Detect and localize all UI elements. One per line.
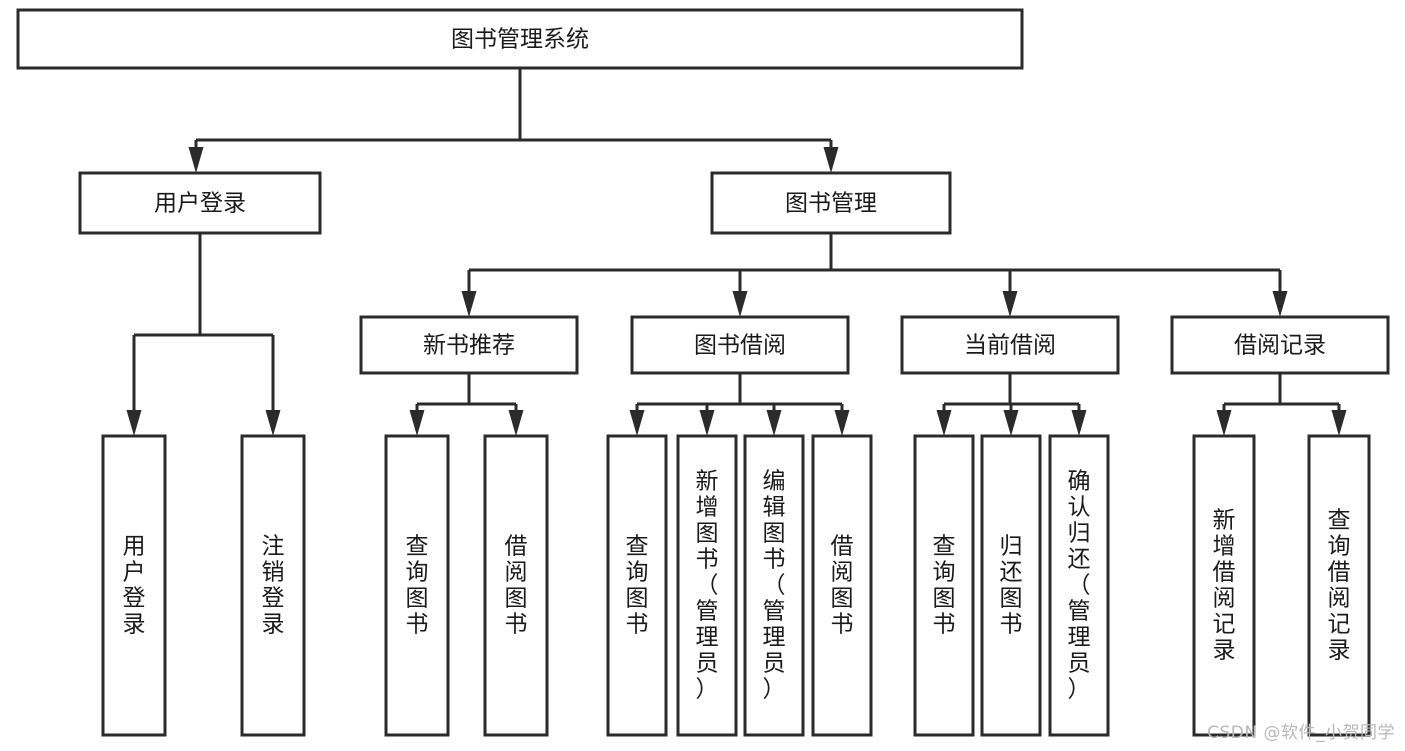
- leaf-node-查询借阅记录[interactable]: 查询借阅记录: [1307, 434, 1371, 737]
- node-box[interactable]: [1048, 434, 1110, 737]
- root-node-图书管理系统[interactable]: 图书管理系统: [16, 8, 1024, 70]
- node-box[interactable]: [676, 434, 738, 737]
- level3-node-图书借阅[interactable]: 图书借阅: [630, 315, 850, 375]
- leaf-node-注销登录[interactable]: 注销登录: [240, 434, 306, 737]
- node-label: 查询图书: [406, 534, 429, 638]
- node-label: 查询图书: [626, 534, 649, 638]
- connector-图书管理系统: [188, 68, 839, 173]
- connector-用户登录: [126, 233, 281, 436]
- node-label: 图书管理系统: [451, 27, 589, 53]
- leaf-node-归还图书[interactable]: 归还图书: [980, 434, 1042, 737]
- node-label: 用户登录: [123, 534, 146, 638]
- node-box[interactable]: [743, 434, 805, 737]
- leaf-node-查询图书[interactable]: 查询图书: [606, 434, 668, 737]
- leaf-node-借阅图书[interactable]: 借阅图书: [483, 434, 549, 737]
- level2-node-用户登录[interactable]: 用户登录: [78, 171, 322, 235]
- node-box[interactable]: [78, 171, 322, 235]
- leaf-node-确认归还管理员[interactable]: 确认归还（管理员）: [1048, 434, 1110, 737]
- node-box[interactable]: [913, 434, 975, 737]
- node-label: 确认归还（管理员）: [1068, 469, 1091, 703]
- node-label: 查询图书: [933, 534, 956, 638]
- node-label: 图书管理: [785, 191, 877, 217]
- node-label: 用户登录: [154, 191, 246, 217]
- leaf-node-用户登录[interactable]: 用户登录: [101, 434, 167, 737]
- node-layer: 图书管理系统用户登录图书管理新书推荐图书借阅当前借阅借阅记录用户登录注销登录查询…: [16, 8, 1390, 737]
- node-label: 新增借阅记录: [1213, 508, 1236, 664]
- node-label: 图书借阅: [694, 333, 786, 359]
- leaf-node-新增图书管理员[interactable]: 新增图书（管理员）: [676, 434, 738, 737]
- leaf-node-新增借阅记录[interactable]: 新增借阅记录: [1192, 434, 1256, 737]
- node-label: 注销登录: [262, 534, 285, 638]
- connector-layer: [126, 68, 1347, 436]
- node-label: 借阅图书: [831, 534, 854, 638]
- connector-当前借阅: [936, 373, 1087, 436]
- node-box[interactable]: [630, 315, 850, 375]
- node-label: 查询借阅记录: [1328, 508, 1351, 664]
- node-box[interactable]: [483, 434, 549, 737]
- node-box[interactable]: [811, 434, 873, 737]
- watermark-label: CSDN @软件_小贺同学: [1207, 723, 1395, 743]
- leaf-node-编辑图书管理员[interactable]: 编辑图书（管理员）: [743, 434, 805, 737]
- node-box[interactable]: [1192, 434, 1256, 737]
- node-box[interactable]: [16, 8, 1024, 70]
- node-box[interactable]: [240, 434, 306, 737]
- node-label: 归还图书: [1000, 534, 1023, 638]
- node-box[interactable]: [900, 315, 1120, 375]
- connector-借阅记录: [1216, 373, 1347, 436]
- node-box[interactable]: [980, 434, 1042, 737]
- connector-图书借阅: [629, 373, 850, 436]
- node-label: 新增图书（管理员）: [696, 469, 719, 703]
- level3-node-当前借阅[interactable]: 当前借阅: [900, 315, 1120, 375]
- node-box[interactable]: [606, 434, 668, 737]
- node-box[interactable]: [1307, 434, 1371, 737]
- node-box[interactable]: [101, 434, 167, 737]
- node-box[interactable]: [1170, 315, 1390, 375]
- node-label: 新书推荐: [423, 333, 515, 359]
- node-label: 借阅记录: [1234, 333, 1326, 359]
- node-box[interactable]: [384, 434, 450, 737]
- level3-node-新书推荐[interactable]: 新书推荐: [359, 315, 579, 375]
- node-label: 当前借阅: [964, 333, 1056, 359]
- level2-node-图书管理[interactable]: 图书管理: [710, 171, 952, 235]
- level3-node-借阅记录[interactable]: 借阅记录: [1170, 315, 1390, 375]
- node-box[interactable]: [710, 171, 952, 235]
- leaf-node-查询图书[interactable]: 查询图书: [913, 434, 975, 737]
- node-label: 编辑图书（管理员）: [763, 469, 786, 703]
- node-label: 借阅图书: [505, 534, 528, 638]
- leaf-node-查询图书[interactable]: 查询图书: [384, 434, 450, 737]
- connector-新书推荐: [409, 373, 524, 436]
- connector-图书管理: [461, 233, 1288, 317]
- node-box[interactable]: [359, 315, 579, 375]
- leaf-node-借阅图书[interactable]: 借阅图书: [811, 434, 873, 737]
